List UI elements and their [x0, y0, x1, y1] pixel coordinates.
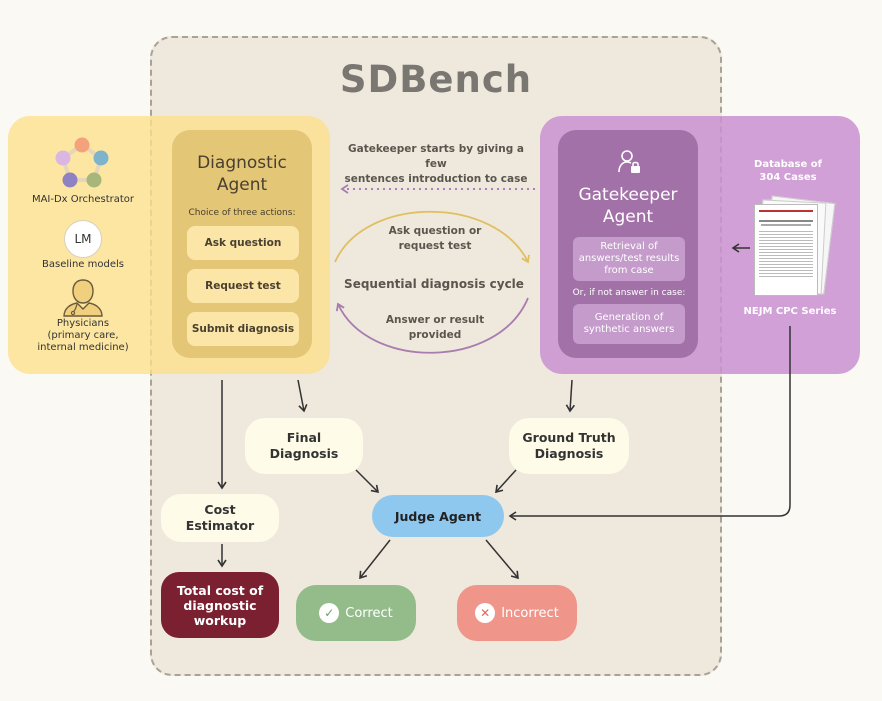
database-title: Database of 304 Cases [754, 159, 822, 183]
request-test-action[interactable]: Request test [187, 269, 299, 303]
actions-subtitle: Choice of three actions: [188, 208, 296, 218]
check-icon: ✓ [319, 603, 340, 623]
ground-truth-node: Ground Truth Diagnosis [509, 418, 629, 474]
physician-icon [63, 279, 103, 317]
cost-estimator-node: Cost Estimator [161, 494, 279, 542]
orchestrator-label: MAI-Dx Orchestrator [31, 194, 135, 205]
ask-request-text: Ask question or request test [388, 225, 482, 252]
diagnostic-agent-title: Diagnostic Agent [197, 153, 287, 195]
nejm-series-label: NEJM CPC Series [743, 306, 837, 317]
final-diagnosis-node: Final Diagnosis [245, 418, 363, 474]
generation-box: Generation of synthetic answers [573, 304, 685, 344]
physicians-label: Physicians (primary care, internal medic… [37, 318, 129, 353]
retrieval-box: Retrieval of answers/test results from c… [573, 237, 685, 281]
ask-question-action[interactable]: Ask question [187, 226, 299, 260]
case-document-icon [754, 204, 818, 296]
incorrect-node: ✕ Incorrect [457, 585, 577, 641]
user-lock-icon [618, 150, 640, 173]
x-icon: ✕ [475, 603, 496, 623]
sdbench-title: SDBench [339, 58, 533, 101]
total-cost-node: Total cost of diagnostic workup [161, 572, 279, 638]
or-text: Or, if not answer in case: [572, 288, 686, 298]
correct-node: ✓ Correct [296, 585, 416, 641]
incorrect-label: Incorrect [501, 605, 559, 621]
baseline-models-label: Baseline models [42, 259, 124, 270]
orchestrator-icon [55, 137, 109, 188]
judge-agent-node: Judge Agent [372, 495, 504, 537]
cycle-title: Sequential diagnosis cycle [344, 277, 524, 291]
correct-label: Correct [345, 605, 393, 621]
lm-badge: LM [64, 220, 102, 258]
submit-diagnosis-action[interactable]: Submit diagnosis [187, 312, 299, 346]
gatekeeper-agent-title: Gatekeeper Agent [578, 185, 678, 227]
intro-text: Gatekeeper starts by giving a few senten… [344, 143, 528, 185]
answer-text: Answer or result provided [385, 314, 485, 341]
